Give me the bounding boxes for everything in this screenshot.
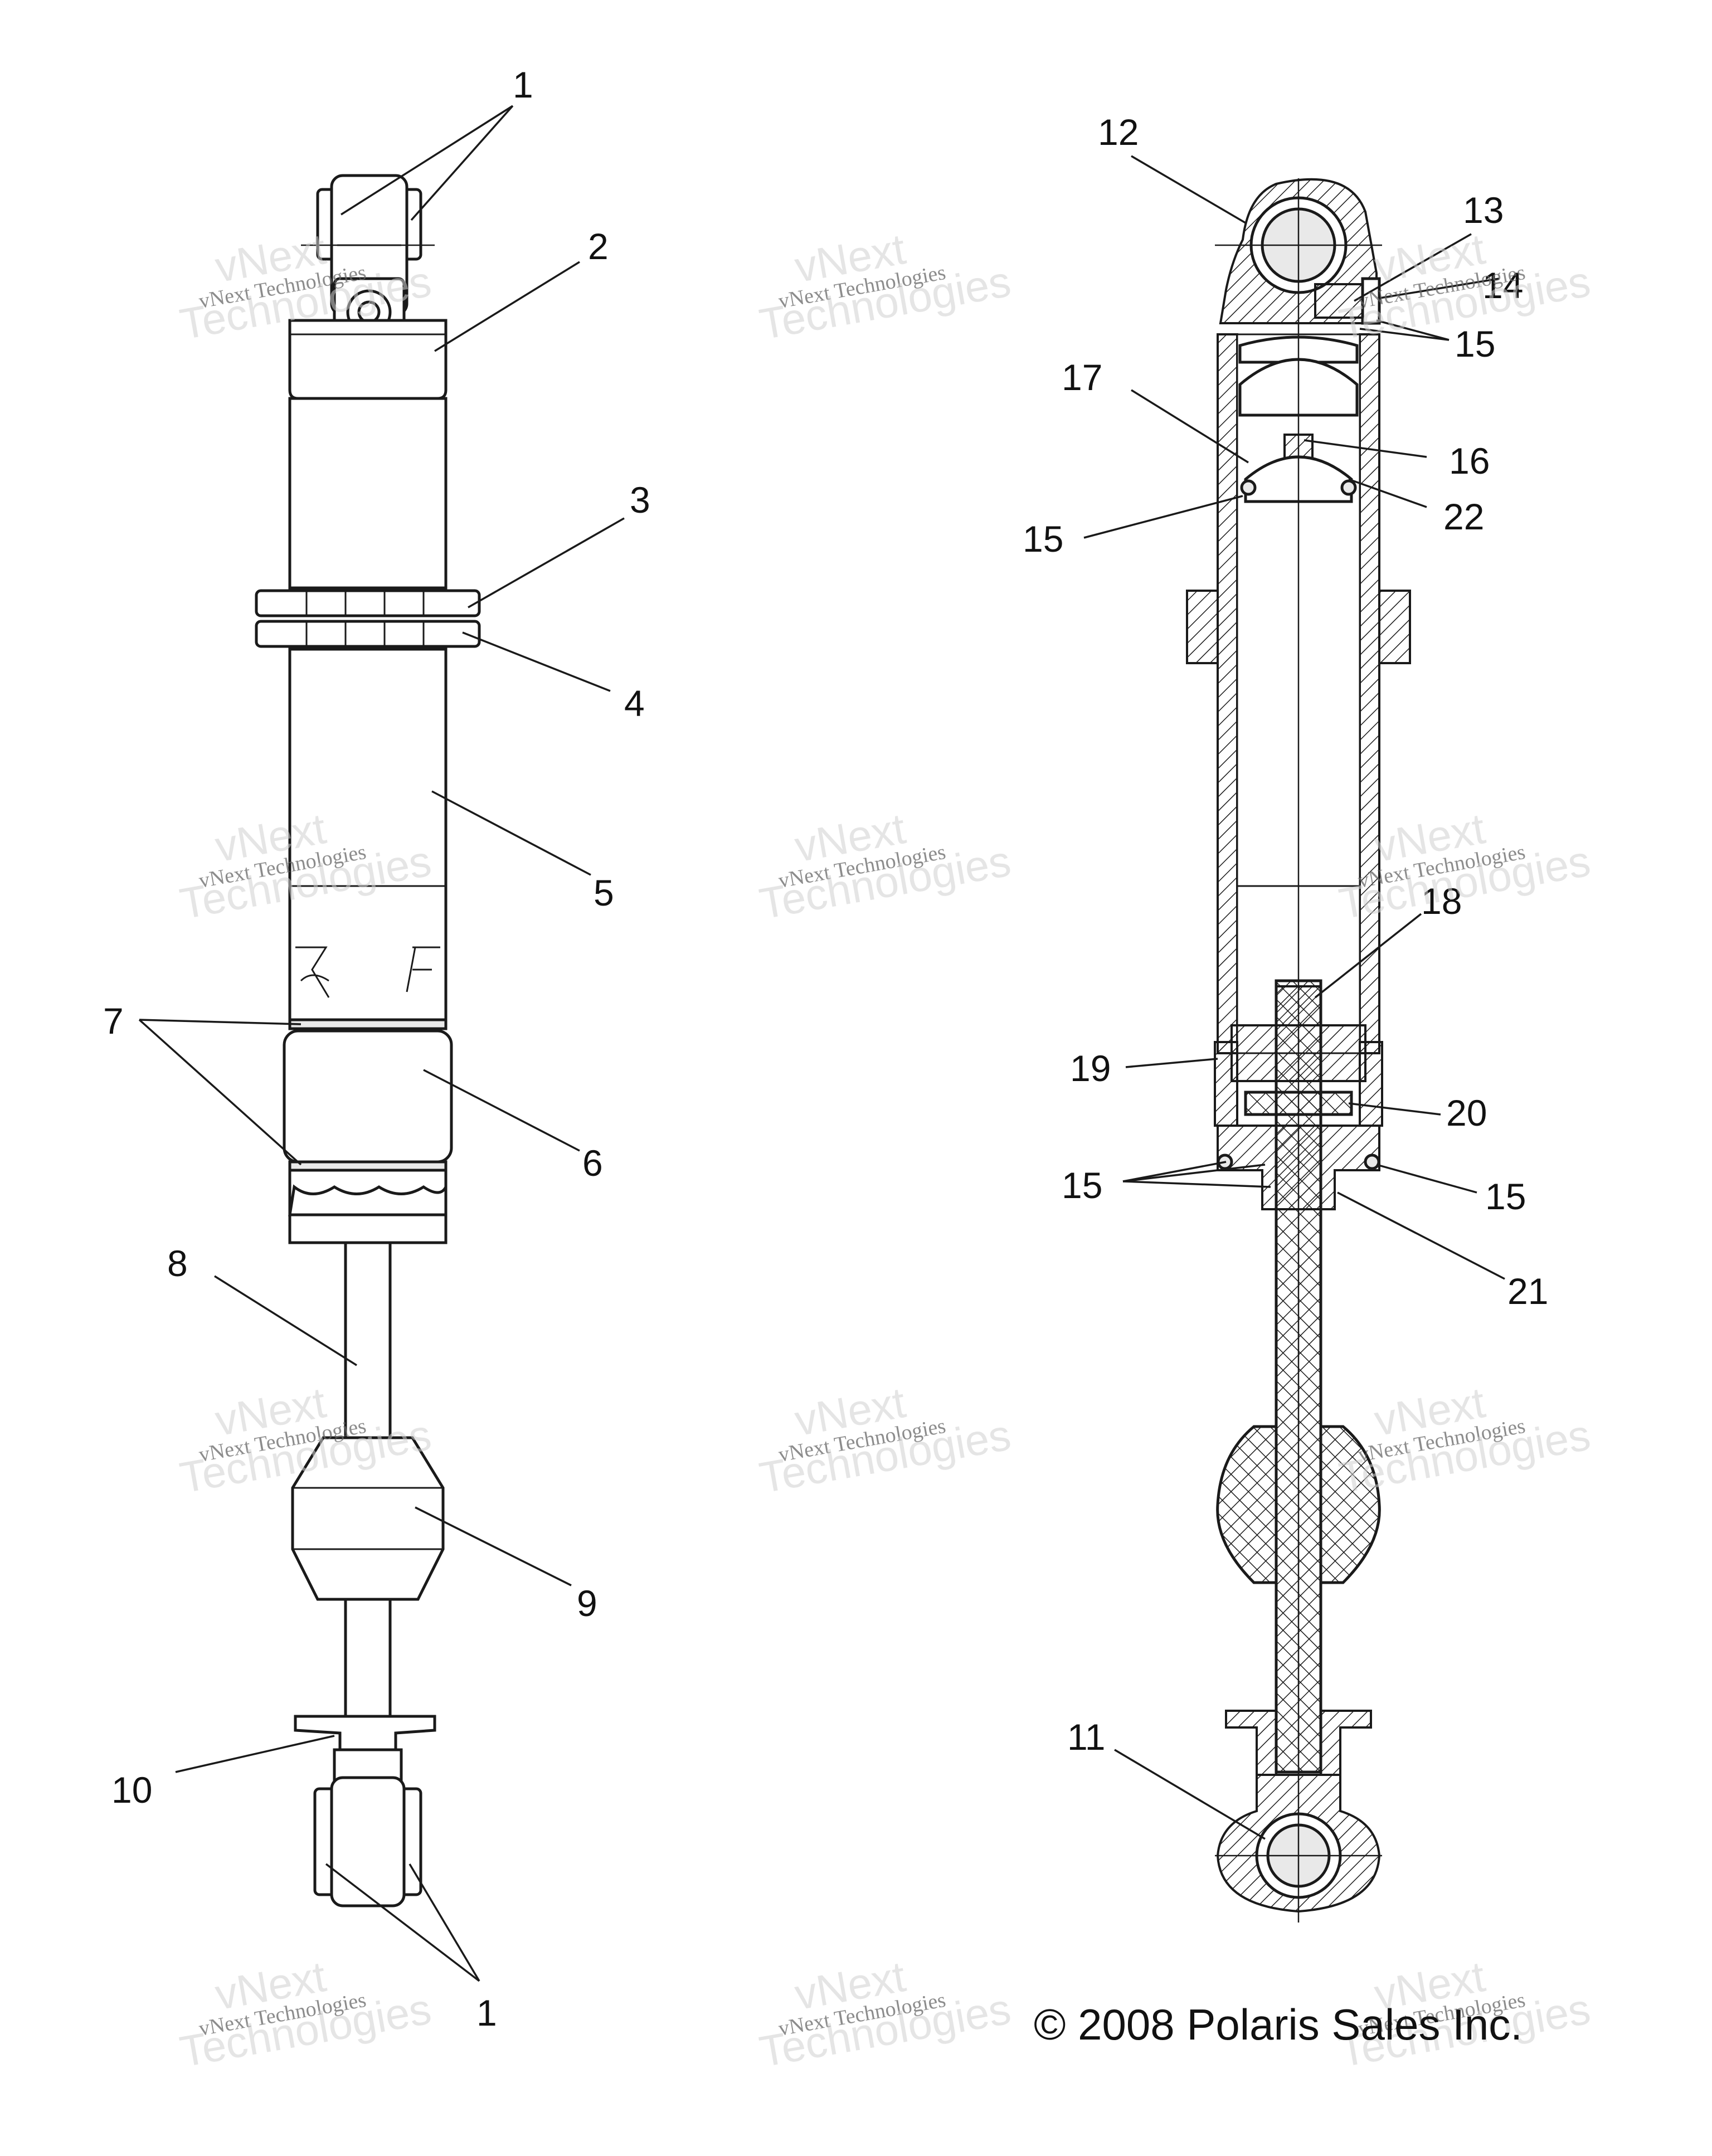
callout-15-upper-left: 15	[1023, 518, 1063, 559]
spring-cup-section	[1225, 1710, 1277, 1776]
bumper-housing	[283, 1029, 453, 1164]
main-body	[288, 648, 448, 1021]
callout-14: 14	[1482, 265, 1523, 306]
bump-stop	[291, 1436, 445, 1601]
preload-ring-lower	[255, 620, 481, 648]
watermark: vNext vNext Technologies Technologies	[176, 804, 435, 928]
callout-20: 20	[1446, 1092, 1487, 1133]
watermark: vNext vNext Technologies Technologies	[756, 1951, 1014, 2076]
callout-1-bottom: 1	[476, 1992, 497, 2033]
cutaway-view	[1186, 178, 1411, 1923]
copyright-notice: © 2008 Polaris Sales Inc.	[1034, 2000, 1523, 2049]
brand-logo-letter	[406, 946, 440, 992]
callout-7: 7	[103, 1000, 124, 1042]
callout-15-lower-left: 15	[1062, 1165, 1102, 1206]
upper-body	[288, 397, 448, 590]
watermark: vNext vNext Technologies Technologies	[756, 804, 1014, 928]
brand-logo-mark	[295, 946, 330, 998]
callout-numbers: 1 2 3 4 5 7 6 8 9 10 1 12 13 14 15 17 16…	[103, 64, 1548, 2033]
head-cap	[288, 319, 448, 400]
callout-1-top: 1	[513, 64, 533, 105]
watermark: vNext vNext Technologies Technologies	[756, 1378, 1014, 1502]
callout-16: 16	[1449, 440, 1490, 481]
watermark: vNext vNext Technologies Technologies	[756, 224, 1014, 349]
callout-17: 17	[1062, 357, 1102, 398]
callout-11: 11	[1067, 1716, 1106, 1758]
callout-2: 2	[588, 226, 609, 267]
callout-10: 10	[111, 1769, 152, 1811]
callout-9: 9	[577, 1583, 597, 1624]
watermark: vNext vNext Technologies Technologies	[1335, 804, 1594, 928]
bottom-out-housing	[1214, 1041, 1238, 1127]
preload-ring-upper	[255, 589, 481, 617]
bottom-out-housing-right	[1359, 1041, 1383, 1127]
collar-lug-right	[1378, 590, 1411, 664]
seal-band-upper	[288, 1018, 448, 1030]
lower-eyelet	[330, 1776, 406, 1907]
callout-15-lower-right: 15	[1485, 1176, 1526, 1217]
watermark: vNext vNext Technologies Technologies	[1335, 1378, 1594, 1502]
cylinder-wall-right	[1359, 333, 1380, 1054]
collar-lug-left	[1186, 590, 1219, 664]
callout-13: 13	[1463, 189, 1504, 231]
exterior-view	[255, 174, 481, 1907]
callout-8: 8	[167, 1243, 188, 1284]
watermark: vNext vNext Technologies Technologies	[176, 1951, 435, 2076]
callout-4: 4	[624, 683, 645, 724]
callout-21: 21	[1507, 1271, 1548, 1312]
callout-22: 22	[1443, 496, 1484, 537]
bump-stop-section-left	[1216, 1425, 1278, 1584]
callout-5: 5	[594, 872, 614, 913]
piston-shaft-lower	[344, 1598, 392, 1718]
callout-19: 19	[1070, 1048, 1111, 1089]
piston-shaft-upper	[344, 1241, 392, 1439]
spring-cup	[294, 1715, 436, 1751]
callout-18: 18	[1421, 880, 1462, 922]
callout-3: 3	[630, 479, 650, 520]
bump-stop-section-right	[1319, 1425, 1381, 1584]
callout-6: 6	[582, 1142, 603, 1184]
callout-15-top: 15	[1455, 323, 1495, 364]
leader-lines	[138, 105, 1505, 1982]
callout-12: 12	[1098, 111, 1139, 153]
cylinder-wall-left	[1217, 333, 1238, 1054]
